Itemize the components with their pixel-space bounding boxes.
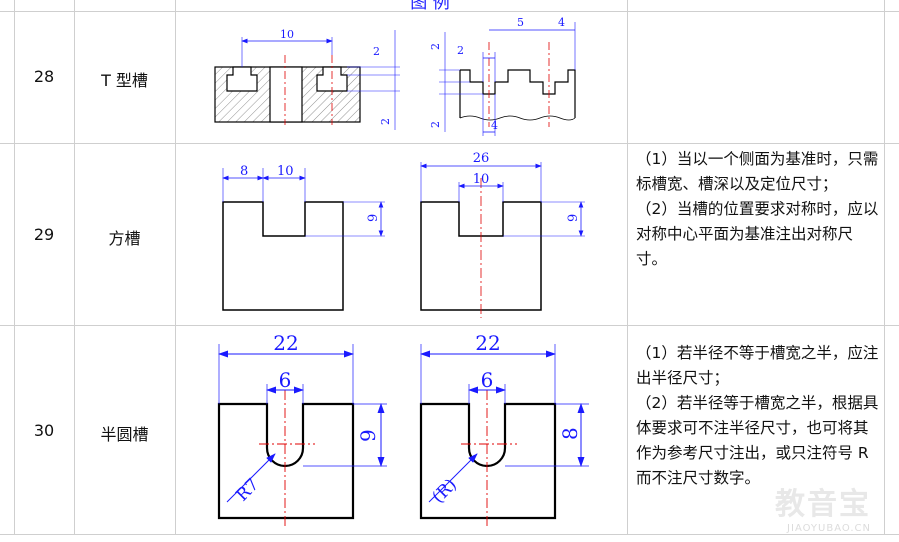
- desc-line: （1）当以一个侧面为基准时，只需标槽宽、槽深以及定位尺寸；: [636, 150, 879, 193]
- dim-label: 2: [429, 43, 442, 50]
- row-number: 30: [33, 421, 55, 440]
- half-round-slot-drawing-left: 22 6 9 R7: [217, 331, 387, 526]
- desc-line: （1）若半径不等于槽宽之半，应注出半径尺寸；: [636, 344, 879, 387]
- square-slot-drawing-left: 8 10 9: [222, 164, 385, 311]
- row-number: 28: [33, 67, 55, 86]
- header-partial: 图 例: [410, 0, 450, 13]
- dim-label: 6: [481, 368, 494, 392]
- row-description: （1）当以一个侧面为基准时，只需标槽宽、槽深以及定位尺寸； （2）当槽的位置要求…: [636, 147, 880, 272]
- dim-label: R7: [232, 475, 263, 506]
- dim-label: 22: [273, 331, 298, 355]
- dim-label: 2: [379, 118, 392, 125]
- col-divider: [175, 0, 176, 535]
- dim-label: 9: [366, 214, 381, 222]
- dim-label: 4: [558, 16, 565, 29]
- dim-label: (R): [428, 475, 461, 508]
- col-divider: [14, 0, 15, 535]
- watermark-sub: JIAOYUBAO.CN: [787, 523, 871, 534]
- dim-label: 8: [558, 427, 582, 440]
- square-slot-drawing-right: 26 10 9: [420, 151, 585, 318]
- row-divider: [0, 534, 899, 535]
- watermark-main: 教音宝: [775, 487, 871, 522]
- dim-label: 4: [491, 119, 498, 132]
- dim-label: 10: [277, 164, 294, 179]
- col-divider: [627, 0, 628, 535]
- dim-label: 10: [473, 172, 490, 187]
- dim-label: 9: [356, 429, 380, 442]
- row-description: （1）若半径不等于槽宽之半，应注出半径尺寸； （2）若半径等于槽宽之半，根据具体…: [636, 341, 880, 491]
- row-name: T 型槽: [101, 71, 148, 90]
- t-slot-drawing-right: 5 4 2 2 2 4: [429, 16, 576, 136]
- half-round-slot-drawing-right: 22 6 8 (R): [419, 331, 589, 526]
- dim-label: 5: [517, 16, 524, 29]
- dim-label: 26: [473, 151, 490, 166]
- dim-label: 2: [457, 44, 464, 57]
- dim-label: 8: [240, 164, 248, 179]
- dim-label: 9: [566, 214, 581, 222]
- watermark: 教音宝 JIAOYUBAO.CN: [775, 479, 871, 534]
- row-name: 方槽: [108, 229, 141, 248]
- row-divider: [0, 143, 899, 144]
- dim-label: 10: [280, 28, 294, 41]
- row-divider: [0, 325, 899, 326]
- dim-label: 2: [373, 45, 380, 58]
- row-divider: [0, 11, 899, 12]
- dim-label: 6: [279, 368, 292, 392]
- dim-label: 2: [429, 121, 442, 128]
- row-number: 29: [33, 225, 55, 244]
- col-divider: [74, 0, 75, 535]
- desc-line: （2）当槽的位置要求对称时，应以对称中心平面为基准注出对称尺寸。: [636, 200, 879, 268]
- row-name: 半圆槽: [100, 425, 149, 444]
- t-slot-drawing-left: 10 2 2: [214, 28, 400, 130]
- col-divider: [884, 0, 885, 535]
- desc-line: （2）若半径等于槽宽之半，根据具体要求可不注半径尺寸，也可将其作为参考尺寸注出，…: [636, 394, 879, 487]
- dim-label: 22: [475, 331, 500, 355]
